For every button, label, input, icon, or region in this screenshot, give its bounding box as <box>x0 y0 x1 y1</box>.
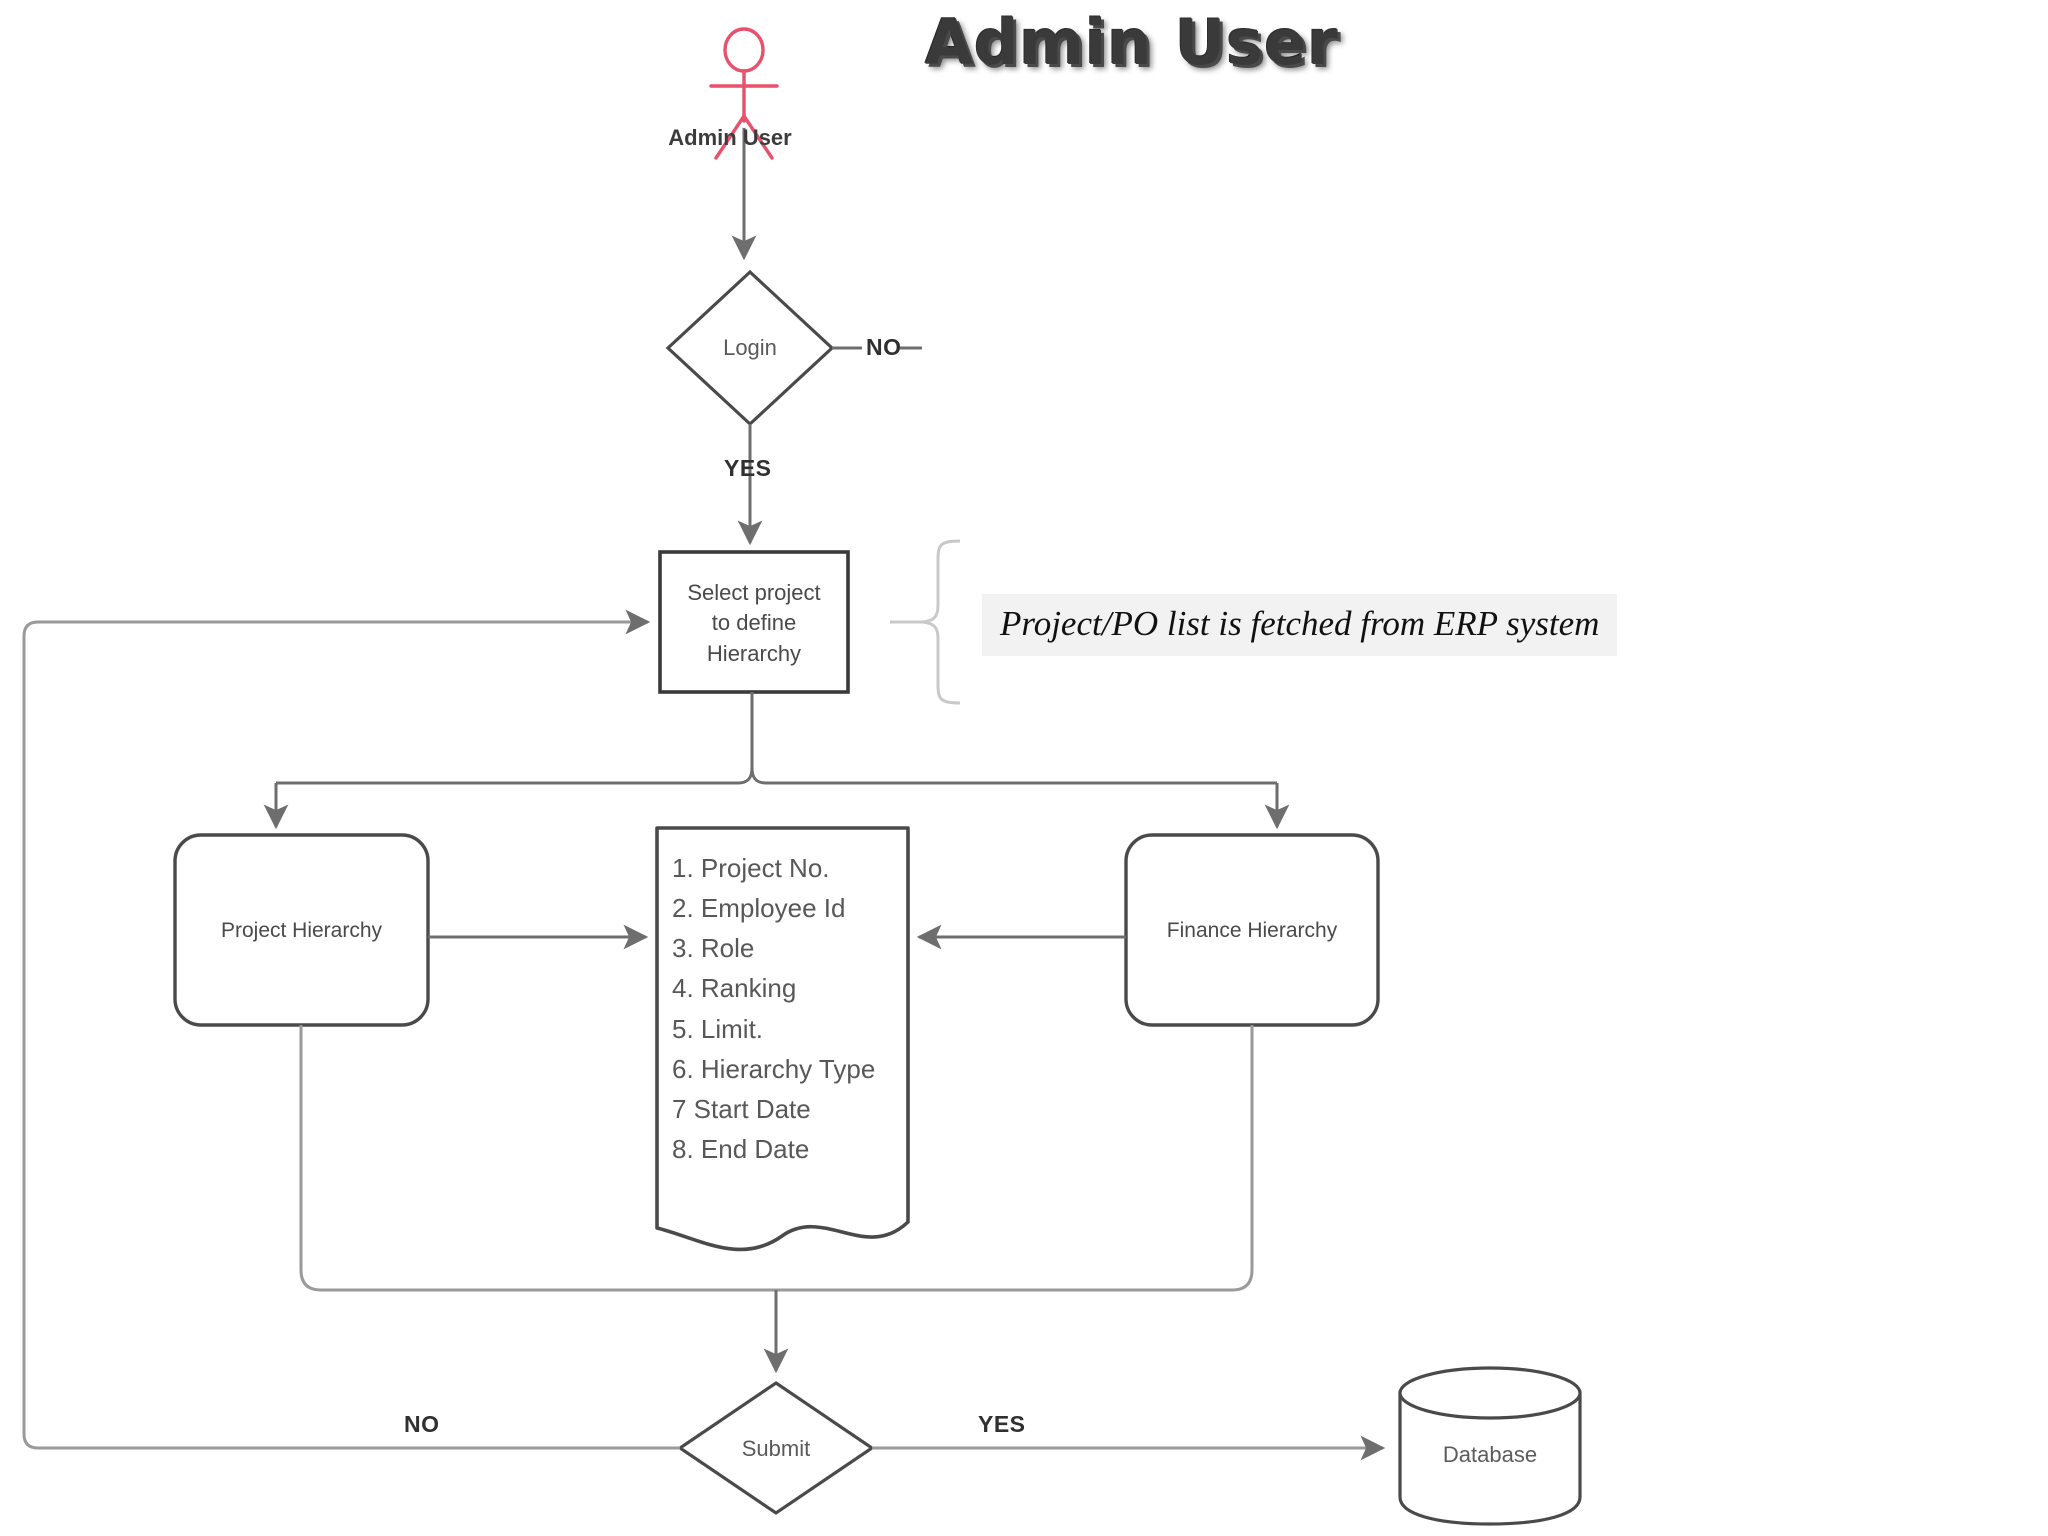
submit-decision-shape[interactable] <box>677 1381 875 1515</box>
edge-select-to-branches <box>263 692 1290 830</box>
fields-document-list: 1. Project No. 2. Employee Id 3. Role 4.… <box>672 848 932 1169</box>
project-hierarchy-label: Project Hierarchy <box>220 919 383 942</box>
list-item: 8. End Date <box>672 1134 810 1165</box>
edge-submit-no-loop <box>22 609 680 1450</box>
fields-document-shape[interactable] <box>655 826 910 1252</box>
edge-label-submit-no: NO <box>404 1411 440 1437</box>
annotation-text: Project/PO list is fetched from ERP syst… <box>982 594 1618 656</box>
database-label: Database <box>1442 1442 1538 1467</box>
edge-label-login-yes: YES <box>724 455 772 481</box>
submit-decision-label: Submit <box>741 1436 811 1461</box>
actor-label: Admin User <box>668 125 792 150</box>
edge-label-submit-yes: YES <box>978 1411 1026 1437</box>
select-project-box-shape[interactable] <box>658 550 850 694</box>
database-cylinder-shape[interactable] <box>1398 1366 1582 1526</box>
list-item: 2. Employee Id <box>672 893 846 924</box>
curly-brace-icon <box>920 539 961 705</box>
login-decision-label: Login <box>723 335 777 360</box>
edge-label-login-no: NO <box>866 334 902 360</box>
list-item: 7 Start Date <box>672 1093 811 1124</box>
page-title: Admin User <box>924 5 1339 81</box>
list-item: 3. Role <box>672 933 755 964</box>
list-item: 1. Project No. <box>672 853 830 883</box>
list-item: 6. Hierarchy Type <box>672 1053 876 1084</box>
stick-figure-actor-icon <box>709 27 779 160</box>
list-item: 4. Ranking <box>672 973 797 1004</box>
select-project-label: Select project to define Hierarchy <box>687 580 821 666</box>
list-item: 5. Limit. <box>672 1013 764 1044</box>
finance-hierarchy-label: Finance Hierarchy <box>1166 919 1338 942</box>
